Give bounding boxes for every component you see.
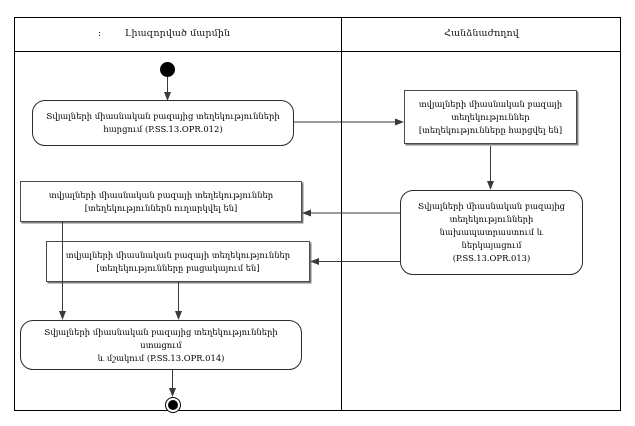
action-prepare-submit-line3: նախապատրաստում և xyxy=(439,227,544,237)
action-prepare-submit-line4: ներկայացում xyxy=(461,240,522,250)
object-info-requested-line3: [տեղեկությունները հարցվել են] xyxy=(418,124,563,135)
action-prepare-submit-line5: (P.SS.13.OPR.013) xyxy=(452,253,531,263)
final-node xyxy=(165,397,181,413)
lane-left-title: Լիազորված մարմին xyxy=(124,28,231,39)
action-request-info-line2: հարցում (P.SS.13.OPR.012) xyxy=(103,124,223,134)
object-info-sent-line1: տվյալների միասնական բազայի տեղեկությունն… xyxy=(48,189,274,200)
action-receive-process-line1: Տվյալների միասնական բազայից տեղեկություն… xyxy=(44,326,278,350)
action-prepare-submit-line2: տեղեկությունների xyxy=(449,214,534,224)
action-receive-process-line2: և մշակում (P.SS.13.OPR.014) xyxy=(97,352,225,363)
object-info-sent-line2: [տեղեկություններն ուղարկվել են] xyxy=(84,202,238,213)
action-request-info[interactable]: Տվյալների միասնական բազայից տեղեկություն… xyxy=(32,100,294,146)
action-prepare-submit[interactable]: Տվյալների միասնական բազայից տեղեկություն… xyxy=(400,190,583,275)
action-prepare-submit-line1: Տվյալների միասնական բազայից xyxy=(417,201,566,211)
initial-node xyxy=(160,62,175,77)
lane-left-colon: : xyxy=(98,28,102,39)
swimlane-frame xyxy=(14,17,621,411)
object-info-absent[interactable]: տվյալների միասնական բազայի տեղեկությունն… xyxy=(46,241,310,282)
object-info-requested-line2: տեղեկություններ xyxy=(451,111,530,122)
object-info-requested-line1: տվյալների միասնական բազայի xyxy=(418,98,563,109)
object-info-absent-line1: տվյալների միասնական բազայի տեղեկությունն… xyxy=(65,249,291,260)
object-info-absent-line2: [տեղեկությունները բացակայում են] xyxy=(96,262,260,273)
object-info-requested[interactable]: տվյալների միասնական բազայի տեղեկությունն… xyxy=(404,90,577,144)
object-info-sent[interactable]: տվյալների միասնական բազայի տեղեկությունն… xyxy=(20,181,302,222)
swimlane-header-rule xyxy=(14,51,621,52)
lane-right-title: Հանձնաժողով xyxy=(444,28,519,39)
action-request-info-line1: Տվյալների միասնական բազայից տեղեկություն… xyxy=(46,111,280,121)
action-receive-process[interactable]: Տվյալների միասնական բազայից տեղեկություն… xyxy=(20,320,302,370)
swimlane-divider xyxy=(341,17,342,411)
